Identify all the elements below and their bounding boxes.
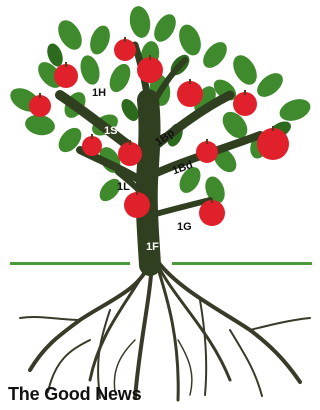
apple [82,134,102,156]
roots [20,262,310,400]
label-1l: 1L [117,181,130,193]
caption-title: The Good News [8,384,141,405]
label-1f: 1F [146,241,159,253]
apple [177,79,203,107]
leaves [6,5,313,207]
label-1h: 1H [92,87,106,99]
apple [233,90,257,116]
label-1g: 1G [177,221,192,233]
apple [114,37,136,61]
apple [196,139,218,163]
label-1s: 1S [104,125,117,137]
